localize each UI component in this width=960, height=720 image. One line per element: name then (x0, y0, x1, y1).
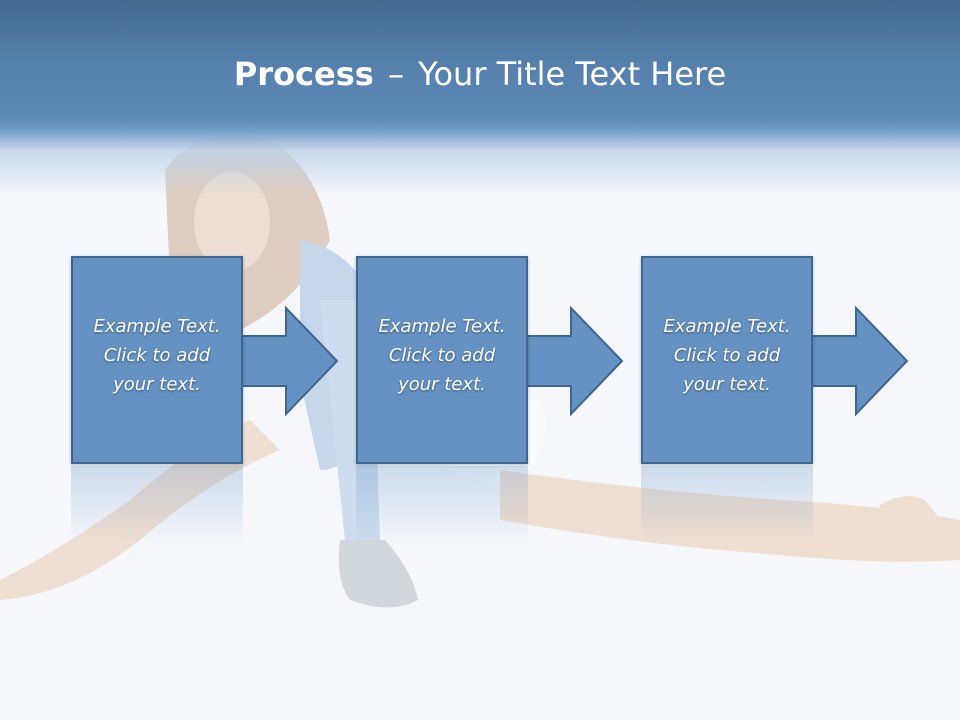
step-line: your text. (398, 374, 486, 395)
step-text[interactable]: Example Text. Click to add your text. (643, 312, 811, 399)
slide-title[interactable]: Process – Your Title Text Here (0, 52, 960, 96)
process-arrow-2 (525, 306, 624, 416)
process-step-3[interactable]: Example Text. Click to add your text. (641, 256, 813, 464)
step-line: your text. (683, 374, 771, 395)
process-step-2[interactable]: Example Text. Click to add your text. (356, 256, 528, 464)
step-line: Click to add (388, 345, 496, 366)
process-step-1[interactable]: Example Text. Click to add your text. (71, 256, 243, 464)
process-arrow-1 (240, 306, 339, 416)
title-separator: – (387, 55, 404, 93)
step-line: Example Text. (378, 316, 506, 337)
step-text[interactable]: Example Text. Click to add your text. (358, 312, 526, 399)
title-text: Your Title Text Here (418, 55, 727, 93)
photo-right-leg (500, 470, 960, 562)
step-text[interactable]: Example Text. Click to add your text. (73, 312, 241, 399)
step-reflection (356, 466, 528, 546)
step-line: your text. (113, 374, 201, 395)
photo-foot (880, 496, 960, 555)
photo-left-leg (0, 420, 280, 600)
header-band (0, 0, 960, 195)
photo-face (194, 172, 270, 272)
step-line: Example Text. (93, 316, 221, 337)
step-reflection (641, 466, 813, 546)
step-line: Click to add (103, 345, 211, 366)
step-reflection (71, 466, 243, 546)
photo-glove (338, 540, 418, 608)
title-bold: Process (233, 55, 374, 93)
step-line: Click to add (673, 345, 781, 366)
step-line: Example Text. (663, 316, 791, 337)
process-arrow-3 (810, 306, 909, 416)
